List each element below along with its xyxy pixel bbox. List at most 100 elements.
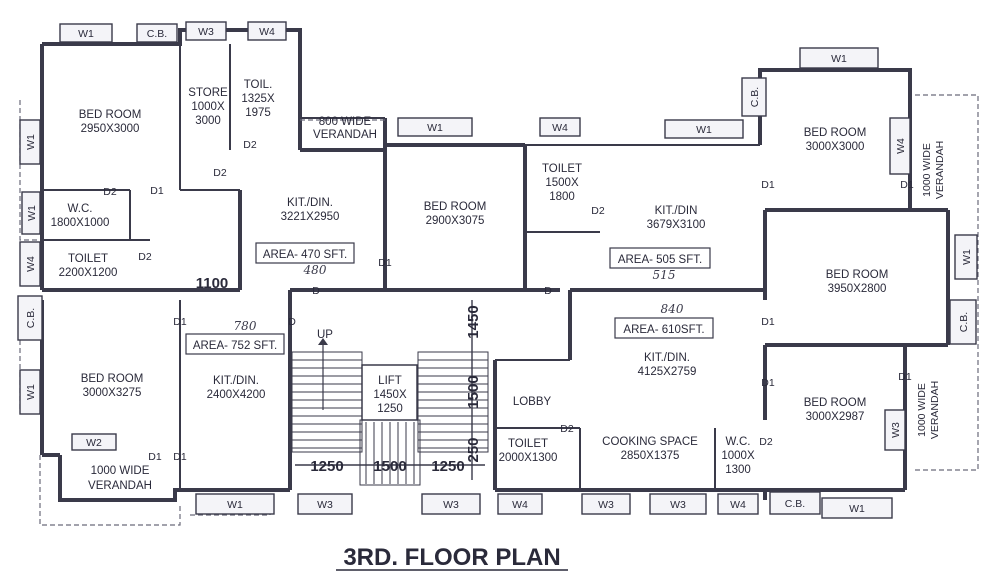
room-size-bed5: 3000X3275 [83,387,142,399]
window-marker [949,299,977,345]
window-tag: W1 [26,205,38,221]
room-size-bed4: 3950X2800 [828,283,887,295]
window-marker [884,409,906,451]
area-hand-3: 840 [661,302,684,316]
door-tag: D1 [761,316,775,328]
room-size-cook: 2850X1375 [621,450,680,462]
door-tag: D [312,285,320,297]
dim-1250a: 1250 [310,458,343,475]
room-name-kit2: KIT./DIN [655,205,698,217]
area-box-4: AREA- 752 SFT. [193,340,277,352]
dim-1450: 1450 [465,305,482,338]
window-tag: W3 [317,499,333,511]
cupboard-tag: C.B. [749,87,761,107]
plan-title: 3RD. FLOOR PLAN [343,544,560,571]
room-size2-lift: 1250 [377,403,403,415]
window-marker [717,493,759,515]
room-size2-toil1: 1975 [245,107,271,119]
door-tag: D1 [378,257,392,269]
room-name-lobby: LOBBY [513,396,552,408]
room-size-kit4: 4125X2759 [638,366,697,378]
window-tag: W1 [25,134,37,150]
dimension-labels: 1100 1250 1500 1250 1450 1500 250 [196,275,485,480]
room-size-lift: 1450X [373,389,407,401]
window-marker [19,119,41,165]
room-size-kit3: 2400X4200 [207,389,266,401]
window-tag: W1 [78,28,94,40]
door-tag: D2 [138,251,152,263]
room-size-bed3: 3000X3000 [806,141,865,153]
room-size-kit1: 3221X2950 [281,211,340,223]
walls [40,28,950,502]
room-size-toilet2: 1500X [545,177,579,189]
door-tag: D1 [898,371,912,383]
window-marker [17,295,43,341]
dim-1100: 1100 [196,275,229,292]
window-tag: W3 [598,499,614,511]
room-size2-store: 3000 [195,115,221,127]
door-tag: D2 [759,436,773,448]
window-marker [821,497,893,519]
window-marker [954,234,978,280]
room-size-toil1: 1325X [241,93,275,105]
room-size2-wc2: 1300 [725,464,751,476]
area-hand-4: 780 [234,319,257,333]
window-tag: W4 [730,499,746,511]
room-name-bed4: BED ROOM [826,269,889,281]
area-hand-2: 515 [653,268,676,282]
door-tag: D2 [243,139,257,151]
room-name-lift: LIFT [378,375,402,387]
window-tag: W3 [443,499,459,511]
room-name-ver2: 1000 WIDE [921,143,933,197]
room-name-bed2: BED ROOM [424,201,487,213]
room-name-kit4: KIT./DIN. [644,352,690,364]
room-size-bed1: 2950X3000 [81,123,140,135]
room-size-ver4: VERANDAH [929,381,941,439]
window-marker [19,241,41,287]
window-marker [59,23,113,43]
room-name-store: STORE [188,87,228,99]
window-tag: W2 [86,437,102,449]
window-marker [649,493,707,515]
area-labels: AREA- 470 SFT. 480 AREA- 505 SFT. 515 AR… [185,242,714,355]
room-name-toilet3: TOILET [508,438,548,450]
room-name-ver3: 1000 WIDE [91,465,150,477]
room-size-ver3: VERANDAH [88,480,152,492]
window-marker [297,493,353,515]
window-marker [889,117,911,175]
stair-up-label: UP [317,329,333,341]
window-tag: W3 [198,26,214,38]
door-tag: D1 [173,451,187,463]
window-marker [497,493,543,515]
room-name-bed5: BED ROOM [81,373,144,385]
window-tag: W4 [895,138,907,154]
staircase [291,338,489,486]
room-name-bed6: BED ROOM [804,397,867,409]
room-name-ver1: 800 WIDE [319,116,372,128]
room-name-bed3: BED ROOM [804,127,867,139]
window-tag: W3 [670,499,686,511]
window-marker [539,117,581,137]
room-size-store: 1000X [191,101,225,113]
dim-1250b: 1250 [431,458,464,475]
cupboard-tag: C.B. [958,312,970,332]
window-tag: W4 [512,499,528,511]
window-tag: W4 [259,26,275,38]
window-marker [247,21,287,41]
door-tag: D [288,316,296,328]
room-size-toilet3: 2000X1300 [499,452,558,464]
window-tag: W1 [427,122,443,134]
area-box-3: AREA- 610SFT. [623,324,704,336]
room-name-wc1: W.C. [68,203,93,215]
window-marker [581,493,631,515]
window-marker [397,117,473,137]
door-tag: D1 [900,179,914,191]
area-hand-1: 480 [303,263,327,277]
window-tag: W4 [552,122,568,134]
room-size-wc1: 1800X1000 [51,217,110,229]
dim-1500v: 1500 [465,375,482,408]
door-tag: D2 [103,186,117,198]
